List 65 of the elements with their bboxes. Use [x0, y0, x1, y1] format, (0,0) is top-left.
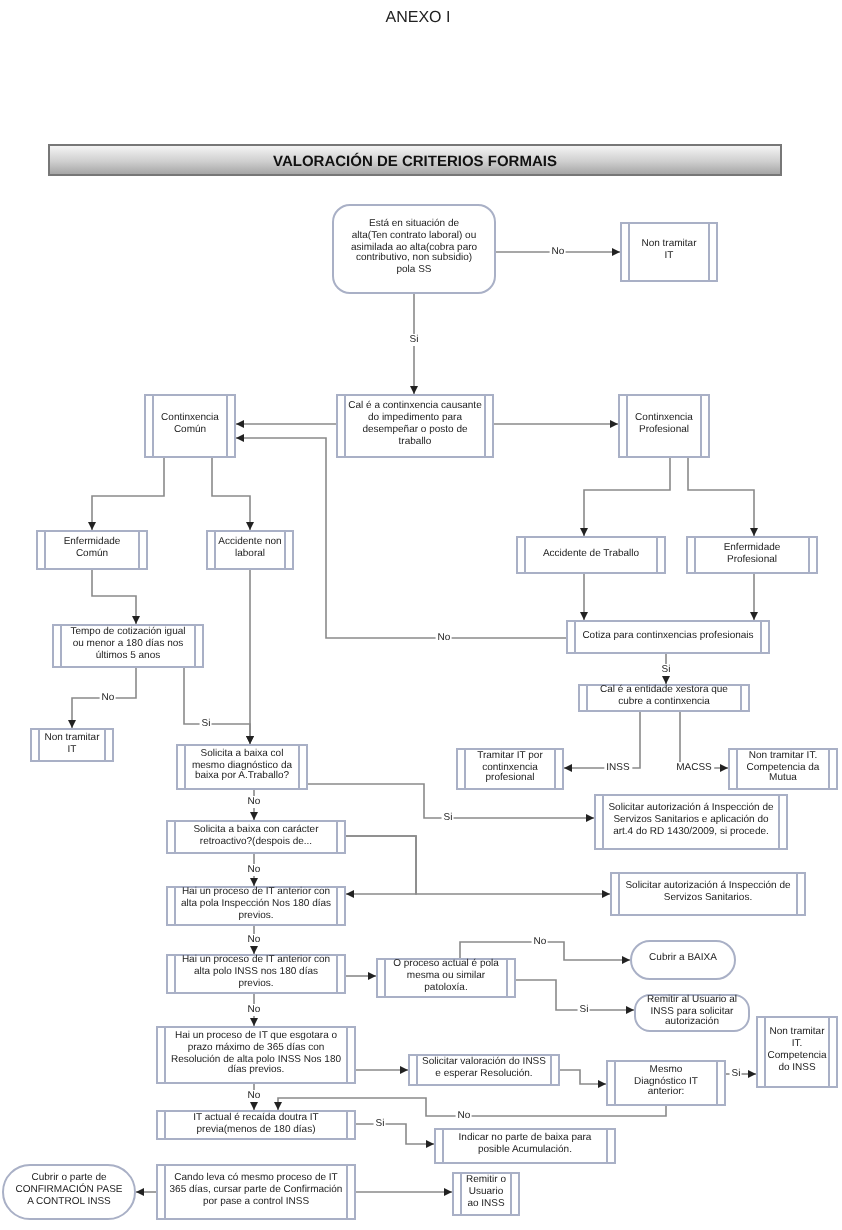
process-box — [36, 530, 148, 570]
connector-arrow — [580, 457, 671, 537]
terminal-box — [2, 1164, 136, 1220]
connector-arrow — [68, 667, 137, 729]
connector-arrow — [246, 569, 254, 745]
connector-arrow — [355, 1188, 453, 1196]
process-box — [408, 1054, 560, 1086]
connector-arrow — [91, 569, 140, 625]
connector-arrow — [88, 457, 165, 531]
process-box — [156, 1110, 356, 1140]
connector-arrow — [750, 573, 758, 621]
connector-arrow — [410, 293, 418, 395]
process-box — [516, 536, 666, 574]
process-box — [620, 222, 718, 282]
process-box — [166, 820, 346, 854]
connector-arrow — [495, 248, 621, 256]
connector-arrow — [345, 972, 377, 980]
connector-arrow — [515, 979, 635, 1014]
process-box — [686, 536, 818, 574]
process-box — [594, 794, 788, 850]
process-box — [206, 530, 294, 570]
process-box — [618, 394, 710, 458]
process-box — [452, 1172, 520, 1216]
connector-arrow — [687, 457, 758, 537]
process-box — [176, 744, 308, 790]
process-box — [30, 728, 114, 762]
connector-arrow — [274, 1097, 667, 1117]
connector-arrow — [345, 835, 417, 898]
process-box — [166, 886, 346, 926]
connector-arrow — [307, 783, 595, 822]
connector-arrow — [235, 434, 567, 639]
connector-arrow — [250, 1083, 258, 1111]
connector-arrow — [250, 993, 258, 1027]
connector-arrow — [250, 853, 258, 887]
page-title: ANEXO I — [385, 8, 451, 28]
process-box — [376, 958, 516, 998]
process-box — [566, 620, 770, 654]
connector-arrow — [580, 573, 588, 621]
process-box — [144, 394, 236, 458]
connector-arrow — [459, 941, 631, 964]
process-box — [756, 1016, 838, 1088]
terminal-box — [332, 204, 496, 294]
process-box — [52, 624, 204, 668]
process-box — [156, 1026, 356, 1084]
process-box — [610, 872, 806, 916]
process-box — [336, 394, 494, 458]
connector-arrow — [355, 1066, 409, 1074]
connector-arrow — [250, 925, 258, 955]
connector-arrow — [235, 420, 337, 428]
process-box — [166, 954, 346, 994]
terminal-box — [630, 940, 736, 980]
process-box — [434, 1128, 616, 1164]
connector-arrow — [211, 457, 254, 531]
connector-arrow — [493, 420, 619, 428]
process-box — [606, 1060, 726, 1106]
connector-arrow — [250, 789, 258, 821]
process-box — [578, 684, 750, 712]
process-box — [456, 748, 564, 790]
terminal-box — [634, 994, 750, 1032]
connector-arrow — [135, 1188, 157, 1196]
process-box — [156, 1164, 356, 1220]
connector-arrow — [355, 1123, 435, 1148]
title-banner — [48, 144, 782, 176]
process-box — [728, 748, 838, 790]
connector-arrow — [559, 1069, 607, 1088]
